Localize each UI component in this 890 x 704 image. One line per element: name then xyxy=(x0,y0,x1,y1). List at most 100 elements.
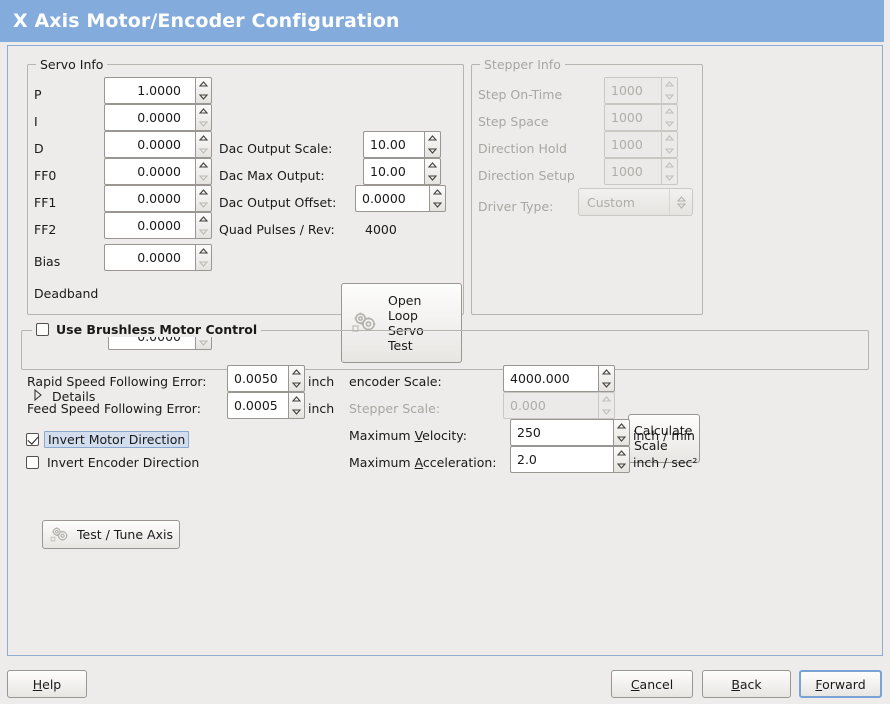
brushless-checkbox-box[interactable] xyxy=(36,323,49,336)
maximum-velocity-spin[interactable]: 250 xyxy=(510,419,630,446)
spin-down-icon[interactable] xyxy=(425,145,440,158)
cancel-button[interactable]: Cancel xyxy=(611,670,693,698)
servo-value-ff2[interactable]: 0.0000 xyxy=(104,212,195,239)
spin-up-icon[interactable] xyxy=(614,447,629,460)
servo-value-i[interactable]: 0.0000 xyxy=(104,104,195,131)
dac-output-scale-value[interactable]: 10.00 xyxy=(363,131,424,158)
spin-up-icon[interactable] xyxy=(196,159,211,172)
rapid-following-error-units: inch xyxy=(308,374,335,389)
servo-value-p[interactable]: 1.0000 xyxy=(104,77,195,104)
test-tune-axis-button[interactable]: Test / Tune Axis xyxy=(42,520,180,549)
invert-motor-direction-checkbox[interactable]: Invert Motor Direction xyxy=(26,431,190,448)
feed-following-error-spin-buttons[interactable] xyxy=(288,392,305,419)
servo-spin-ff2[interactable]: 0.0000 xyxy=(104,212,212,239)
use-brushless-motor-control-checkbox[interactable]: Use Brushless Motor Control xyxy=(32,322,262,337)
spin-up-icon[interactable] xyxy=(425,159,440,172)
encoder-scale-label: encoder Scale: xyxy=(349,374,442,389)
max-velocity-label-mnemonic: V xyxy=(414,428,423,443)
servo-value-ff1[interactable]: 0.0000 xyxy=(104,185,195,212)
servo-spin-d[interactable]: 0.0000 xyxy=(104,131,212,158)
spin-down-icon[interactable] xyxy=(196,91,211,104)
back-mnemonic: B xyxy=(731,676,740,692)
dac-output-offset-spin-buttons[interactable] xyxy=(429,185,446,212)
feed-following-error-value[interactable]: 0.0005 xyxy=(227,392,288,419)
encoder-scale-spin[interactable]: 4000.000 xyxy=(503,365,615,392)
spin-up-icon[interactable] xyxy=(196,78,211,91)
servo-spin-ff1[interactable]: 0.0000 xyxy=(104,185,212,212)
details-expander[interactable]: Details xyxy=(33,388,95,404)
maximum-velocity-spin-buttons[interactable] xyxy=(613,419,630,446)
servo-spin-p-buttons[interactable] xyxy=(195,77,212,104)
back-button[interactable]: Back xyxy=(702,670,791,698)
spin-down-icon[interactable] xyxy=(289,406,304,419)
maximum-acceleration-spin-buttons[interactable] xyxy=(613,446,630,473)
servo-value-d[interactable]: 0.0000 xyxy=(104,131,195,158)
servo-value-ff0[interactable]: 0.0000 xyxy=(104,158,195,185)
max-velocity-label-pre: Maximum xyxy=(349,428,415,443)
spin-down-icon xyxy=(196,118,211,131)
chevron-right-icon[interactable] xyxy=(33,388,43,404)
encoder-scale-spin-buttons[interactable] xyxy=(598,365,615,392)
servo-value-bias[interactable]: 0.0000 xyxy=(104,244,195,271)
maximum-acceleration-value[interactable]: 2.0 xyxy=(510,446,613,473)
servo-spin-ff0[interactable]: 0.0000 xyxy=(104,158,212,185)
spin-up-icon[interactable] xyxy=(196,245,211,258)
rapid-following-error-spin-buttons[interactable] xyxy=(288,365,305,392)
servo-spin-bias[interactable]: 0.0000 xyxy=(104,244,212,271)
spin-down-icon[interactable] xyxy=(614,460,629,473)
dac-max-output-spin-buttons[interactable] xyxy=(424,158,441,185)
servo-spin-d-buttons[interactable] xyxy=(195,131,212,158)
servo-spin-i-buttons[interactable] xyxy=(195,104,212,131)
cancel-mnemonic: C xyxy=(630,676,640,692)
servo-spin-ff2-buttons[interactable] xyxy=(195,212,212,239)
servo-spin-bias-buttons[interactable] xyxy=(195,244,212,271)
spin-down-icon[interactable] xyxy=(289,379,304,392)
maximum-acceleration-spin[interactable]: 2.0 xyxy=(510,446,630,473)
spin-up-icon[interactable] xyxy=(196,105,211,118)
encoder-scale-value[interactable]: 4000.000 xyxy=(503,365,598,392)
spin-up-icon[interactable] xyxy=(599,366,614,379)
feed-following-error-spin[interactable]: 0.0005 xyxy=(227,392,305,419)
servo-spin-ff0-buttons[interactable] xyxy=(195,158,212,185)
spin-down-icon[interactable] xyxy=(599,379,614,392)
spin-up-icon[interactable] xyxy=(196,186,211,199)
spin-up-icon[interactable] xyxy=(196,132,211,145)
open-loop-line-2: Loop xyxy=(388,307,418,323)
rapid-following-error-value[interactable]: 0.0050 xyxy=(227,365,288,392)
help-button[interactable]: Help xyxy=(7,670,87,698)
spin-up-icon[interactable] xyxy=(289,393,304,406)
brushless-motor-group: Use Brushless Motor Control xyxy=(21,322,869,370)
spin-down-icon[interactable] xyxy=(425,172,440,185)
servo-label-d: D xyxy=(34,141,44,156)
forward-button-label: Forward xyxy=(815,677,865,692)
maximum-velocity-value[interactable]: 250 xyxy=(510,419,613,446)
window-title-bar: X Axis Motor/Encoder Configuration xyxy=(0,0,884,42)
dac-output-scale-spin[interactable]: 10.00 xyxy=(363,131,441,158)
dac-output-offset-spin[interactable]: 0.0000 xyxy=(355,185,446,212)
spin-up-icon[interactable] xyxy=(614,420,629,433)
calculate-scale-button[interactable]: Calculate Scale xyxy=(628,414,700,463)
dac-max-output-spin[interactable]: 10.00 xyxy=(363,158,441,185)
dac-output-scale-spin-buttons[interactable] xyxy=(424,131,441,158)
open-loop-servo-test-button[interactable]: Open Loop Servo Test xyxy=(341,283,462,363)
help-button-label: Help xyxy=(33,677,62,692)
spin-down-icon xyxy=(662,118,677,131)
dac-output-offset-value[interactable]: 0.0000 xyxy=(355,185,429,212)
spin-up-icon[interactable] xyxy=(430,186,445,199)
rapid-following-error-spin[interactable]: 0.0050 xyxy=(227,365,305,392)
servo-spin-p[interactable]: 1.0000 xyxy=(104,77,212,104)
spin-up-icon[interactable] xyxy=(289,366,304,379)
invert-motor-checkbox-box[interactable] xyxy=(26,433,39,446)
feed-following-error-label: Feed Speed Following Error: xyxy=(27,401,201,416)
spin-down-icon[interactable] xyxy=(614,433,629,446)
spin-down-icon[interactable] xyxy=(430,199,445,212)
spin-up-icon[interactable] xyxy=(425,132,440,145)
servo-spin-i[interactable]: 0.0000 xyxy=(104,104,212,131)
cancel-rest: ancel xyxy=(639,676,674,692)
dac-max-output-value[interactable]: 10.00 xyxy=(363,158,424,185)
forward-button[interactable]: Forward xyxy=(799,670,882,698)
spin-up-icon[interactable] xyxy=(196,213,211,226)
invert-encoder-checkbox-box[interactable] xyxy=(26,456,39,469)
invert-encoder-direction-checkbox[interactable]: Invert Encoder Direction xyxy=(26,455,199,470)
servo-spin-ff1-buttons[interactable] xyxy=(195,185,212,212)
